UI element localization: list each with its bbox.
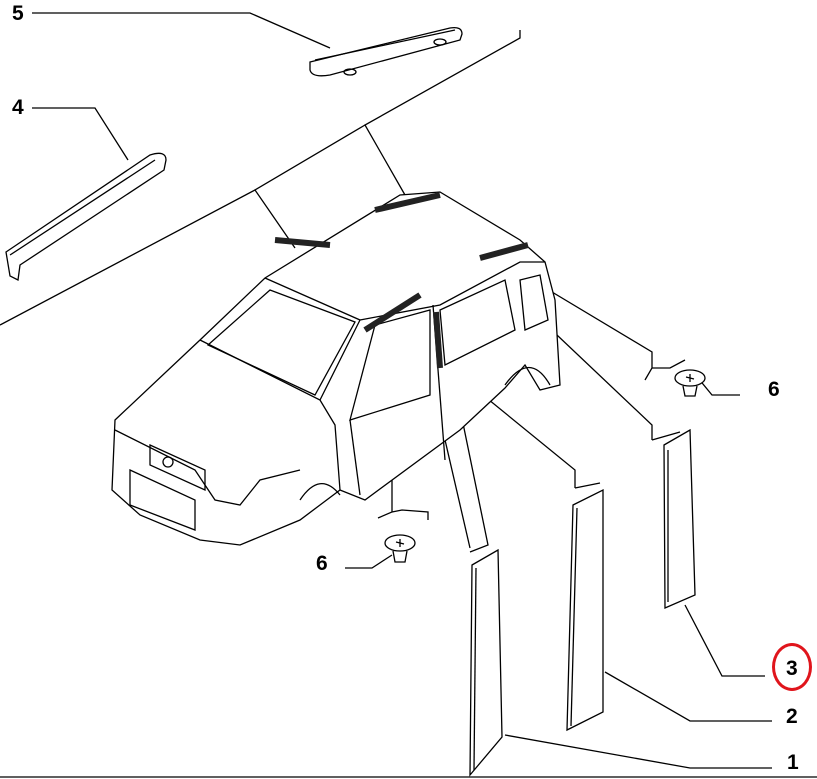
part-1-pillar-trim-front [469,548,503,777]
callout-1: 1 [787,751,799,774]
callout-6-right: 6 [768,378,780,401]
part-6-clip-left [384,534,416,563]
part-3-pillar-trim-rear [663,428,696,609]
part-2-pillar-trim-middle [566,488,604,732]
part-6-clip-right [674,369,706,397]
callout-2: 2 [786,705,798,728]
callout-5: 5 [12,2,24,25]
car-body [111,191,561,546]
part-4-roof-molding-front [5,152,167,281]
callout-3: 3 [786,657,798,680]
callout-4: 4 [12,96,24,119]
part-5-roof-molding-rear [309,26,463,77]
leader-lines [0,12,817,778]
callout-6-left: 6 [316,552,328,575]
highlight-circle [772,643,812,691]
